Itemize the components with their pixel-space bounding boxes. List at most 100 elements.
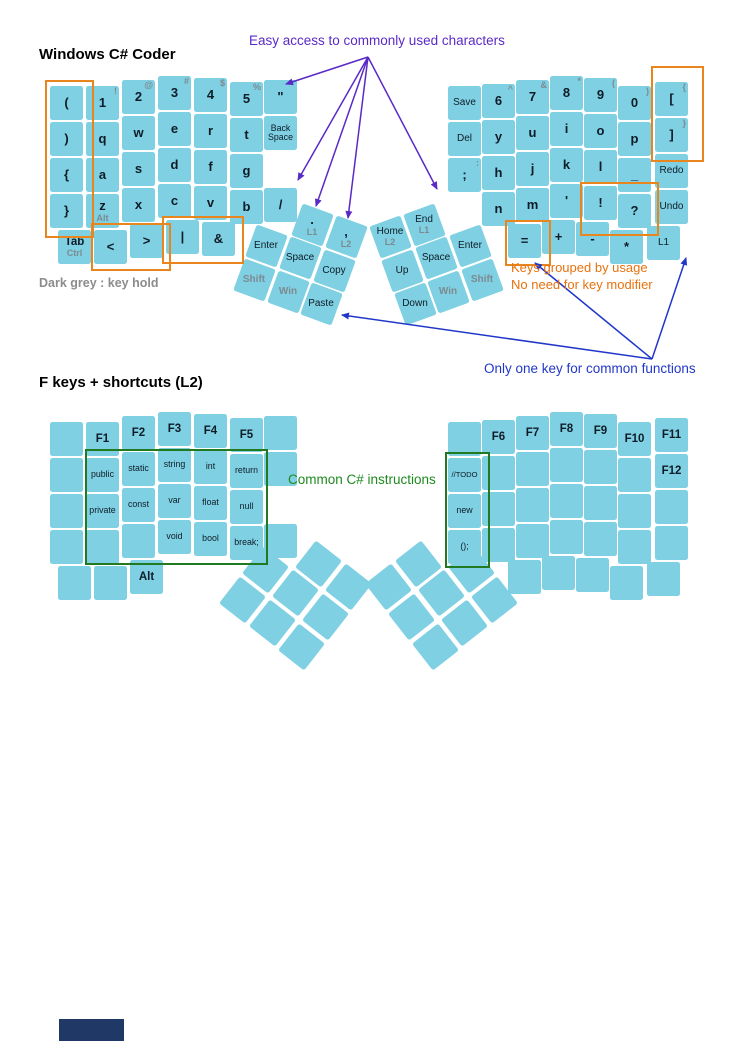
key-shift-symbol: # bbox=[183, 76, 189, 86]
key-var: var bbox=[158, 484, 191, 518]
key-exclamation: ! bbox=[584, 186, 617, 220]
key-private: private bbox=[86, 494, 119, 528]
key-blank bbox=[271, 569, 319, 617]
key-label: l bbox=[598, 159, 603, 175]
key-blank bbox=[618, 494, 651, 528]
key-enter: Enter bbox=[448, 224, 492, 268]
key-label: / bbox=[278, 197, 283, 213]
key-label: 8 bbox=[562, 85, 571, 101]
key-f11: F11 bbox=[655, 418, 688, 452]
key-label: Alt bbox=[138, 570, 155, 583]
key-f: f bbox=[194, 150, 227, 184]
key-blank bbox=[218, 576, 266, 624]
key-label: ] bbox=[669, 127, 674, 143]
key-close-bracket: }] bbox=[655, 118, 688, 152]
key-blank bbox=[550, 484, 583, 518]
key-label: 3 bbox=[170, 85, 179, 101]
key-shift: Shift bbox=[232, 258, 276, 302]
key-up: Up bbox=[380, 249, 424, 293]
key-blank bbox=[50, 458, 83, 492]
key-f9: F9 bbox=[584, 414, 617, 448]
key-hold-label: L1 bbox=[306, 226, 318, 237]
key-label: Tab bbox=[64, 235, 85, 248]
key-label: End bbox=[415, 213, 433, 225]
key-open-brace: { bbox=[50, 158, 83, 192]
key-label: x bbox=[134, 197, 143, 213]
key-label: c bbox=[170, 193, 179, 209]
annotation-csharp: Common C# instructions bbox=[288, 472, 436, 487]
key-void: void bbox=[158, 520, 191, 554]
key-label: b bbox=[242, 199, 251, 215]
key-blank bbox=[550, 520, 583, 554]
annotation-one-key: Only one key for common functions bbox=[484, 361, 696, 376]
key-label: j bbox=[530, 161, 535, 177]
key-label: public bbox=[91, 469, 114, 480]
key-i: i bbox=[550, 112, 583, 146]
key-hold-label: L1 bbox=[418, 225, 430, 236]
key-ampersand: & bbox=[202, 222, 235, 256]
key-blank bbox=[411, 623, 459, 671]
key-comma: ,L2 bbox=[324, 215, 368, 259]
key-label: - bbox=[590, 231, 595, 247]
key-label: var bbox=[168, 495, 181, 506]
key-alt: Alt bbox=[130, 560, 163, 594]
key-label: break; bbox=[234, 537, 259, 548]
key-shift-symbol: & bbox=[540, 80, 548, 90]
key-label: Win bbox=[438, 285, 458, 297]
key-label: } bbox=[63, 203, 70, 219]
key-apostrophe: ' bbox=[550, 184, 583, 218]
key-win: Win bbox=[266, 270, 310, 314]
key-label: Redo bbox=[659, 164, 684, 176]
key-blank bbox=[417, 569, 465, 617]
key-e: e bbox=[158, 112, 191, 146]
key-t: t bbox=[230, 118, 263, 152]
key-del: Del bbox=[448, 122, 481, 156]
key-label: bool bbox=[202, 533, 219, 544]
key-label: < bbox=[106, 239, 115, 255]
key-blank bbox=[482, 492, 515, 526]
key-l1: L1 bbox=[647, 226, 680, 260]
key-shift-symbol: $ bbox=[219, 78, 225, 88]
key-label: string bbox=[163, 459, 186, 470]
key-blank bbox=[550, 448, 583, 482]
key-label: F6 bbox=[491, 430, 506, 443]
key-pipe: | bbox=[166, 220, 199, 254]
key-shift: Shift bbox=[460, 258, 504, 302]
key-shift-symbol: } bbox=[682, 118, 686, 128]
key-shift-symbol: * bbox=[577, 76, 581, 86]
key-return: return bbox=[230, 454, 263, 488]
key-blank bbox=[576, 558, 609, 592]
key-label: F10 bbox=[624, 432, 645, 445]
key-label: 7 bbox=[528, 89, 537, 105]
key-blank bbox=[122, 524, 155, 558]
key-label: return bbox=[235, 465, 258, 476]
key-label: [ bbox=[669, 91, 674, 107]
key-greater-than: > bbox=[130, 224, 163, 258]
key-h: h bbox=[482, 156, 515, 190]
key-label: private bbox=[89, 505, 116, 516]
highlight-equals bbox=[505, 220, 551, 266]
key-label: i bbox=[564, 121, 569, 137]
key-v: v bbox=[194, 186, 227, 220]
key-shift-symbol: ( bbox=[612, 78, 615, 88]
key-label: m bbox=[526, 197, 539, 213]
key-blank bbox=[50, 422, 83, 456]
key-label: s bbox=[134, 161, 143, 177]
key-blank bbox=[584, 450, 617, 484]
key-label: const bbox=[127, 499, 150, 510]
key-label: r bbox=[207, 123, 214, 139]
key-label: _ bbox=[630, 167, 639, 183]
key-label: a bbox=[98, 167, 107, 183]
key-blank bbox=[618, 458, 651, 492]
key-label: 1 bbox=[98, 95, 107, 111]
key-back-space: Back Space bbox=[264, 116, 297, 150]
key-label: Shift bbox=[470, 273, 494, 285]
key-redo: Redo bbox=[655, 154, 688, 188]
key-space: Space bbox=[278, 236, 322, 280]
key-blank bbox=[584, 486, 617, 520]
key-label: y bbox=[494, 129, 503, 145]
key-hold-label: L2 bbox=[384, 237, 396, 248]
key-label: F5 bbox=[239, 428, 254, 441]
